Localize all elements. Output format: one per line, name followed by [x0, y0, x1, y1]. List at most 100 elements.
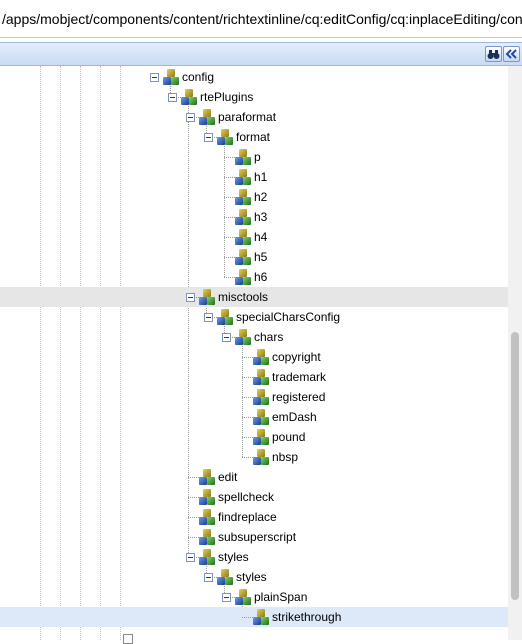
tree-node[interactable]: findreplace — [0, 507, 508, 527]
tree-toolbar — [0, 42, 522, 66]
tree-node[interactable]: styles — [0, 547, 508, 567]
node-icon — [199, 469, 215, 485]
tree-node[interactable]: pound — [0, 427, 508, 447]
collapse-toggle-icon[interactable] — [186, 113, 195, 122]
node-icon — [181, 89, 197, 105]
tree-connector — [242, 617, 253, 618]
indent-guide — [120, 66, 121, 640]
collapse-toggle-icon[interactable] — [204, 133, 213, 142]
node-icon — [253, 449, 269, 465]
tree-node[interactable]: rtePlugins — [0, 87, 508, 107]
tree-connector — [224, 217, 235, 218]
tree-node[interactable]: h5 — [0, 247, 508, 267]
scrollbar-thumb[interactable] — [511, 332, 519, 600]
tree-node[interactable]: p — [0, 147, 508, 167]
node-icon — [217, 569, 233, 585]
tree-node[interactable]: nbsp — [0, 447, 508, 467]
tree-node[interactable]: config — [0, 67, 508, 87]
node-icon — [253, 429, 269, 445]
tree-node[interactable]: h2 — [0, 187, 508, 207]
tree-connector — [188, 537, 199, 538]
tree-node[interactable]: misctools — [0, 287, 508, 307]
tree-node-label: strikethrough — [272, 610, 342, 624]
tree-connector — [224, 584, 225, 597]
tree-node[interactable]: chars — [0, 327, 508, 347]
collapse-toggle-icon[interactable] — [186, 553, 195, 562]
node-icon — [253, 409, 269, 425]
tree-node-label: h6 — [254, 270, 268, 284]
tree-node[interactable]: format — [0, 127, 508, 147]
tree-node-label: edit — [218, 470, 238, 484]
tree-scrollbar[interactable] — [508, 66, 522, 640]
node-icon — [199, 489, 215, 505]
tree-node[interactable]: h6 — [0, 267, 508, 287]
tree-node[interactable]: spellcheck — [0, 487, 508, 507]
node-icon — [253, 609, 269, 625]
tree-node[interactable]: h3 — [0, 207, 508, 227]
find-button[interactable] — [485, 46, 502, 62]
tree-connector — [242, 377, 253, 378]
tree-connector — [242, 344, 243, 457]
tree-connector — [188, 104, 189, 557]
tree-node-label: findreplace — [218, 510, 277, 524]
tree-connector — [224, 144, 225, 277]
tree-node-label: h4 — [254, 230, 268, 244]
double-chevron-left-icon — [505, 49, 517, 59]
node-icon — [253, 389, 269, 405]
tree-node[interactable]: trademark — [0, 367, 508, 387]
collapse-toggle-icon[interactable] — [150, 73, 159, 82]
tree-node-label: styles — [236, 570, 267, 584]
tree-node-label: plainSpan — [254, 590, 308, 604]
tree-connector — [188, 497, 199, 498]
tree-node-label: subsuperscript — [218, 530, 297, 544]
tree-node[interactable]: specialCharsConfig — [0, 307, 508, 327]
tree-node-label: chars — [254, 330, 284, 344]
tree-node-label: format — [236, 130, 271, 144]
tree-node[interactable]: paraformat — [0, 107, 508, 127]
tree-node[interactable]: h4 — [0, 227, 508, 247]
tree-connector — [224, 197, 235, 198]
tree-connector — [170, 84, 171, 97]
tree-node[interactable]: plainSpan — [0, 587, 508, 607]
tree-connector — [224, 237, 235, 238]
tree-node[interactable]: edit — [0, 467, 508, 487]
tree-node-label: h5 — [254, 250, 268, 264]
indent-guide — [40, 66, 41, 640]
tree-node-label: registered — [272, 390, 326, 404]
node-icon — [199, 289, 215, 305]
tree-node[interactable]: strikethrough — [0, 607, 508, 627]
tree-node[interactable]: registered — [0, 387, 508, 407]
tree-node-label: rtePlugins — [200, 90, 254, 104]
tree-node[interactable]: h1 — [0, 167, 508, 187]
node-icon — [163, 69, 179, 85]
collapse-toggle-icon[interactable] — [168, 93, 177, 102]
tree-node[interactable]: copyright — [0, 347, 508, 367]
tree-connector — [224, 257, 235, 258]
tree-node-label: config — [182, 70, 215, 84]
tree-node-label: p — [254, 150, 261, 164]
tree-connector — [224, 157, 235, 158]
indent-guide — [80, 66, 81, 640]
tree-node-label: copyright — [272, 350, 321, 364]
binoculars-icon — [487, 50, 500, 59]
tree-connector — [206, 304, 207, 317]
tree-connector — [188, 477, 199, 478]
tree-node[interactable]: styles — [0, 567, 508, 587]
page-icon — [123, 634, 133, 644]
collapse-toggle-icon[interactable] — [222, 593, 231, 602]
tree-connector — [242, 397, 253, 398]
node-path: /apps/mobject/components/content/richtex… — [2, 11, 522, 27]
collapse-panel-button[interactable] — [503, 46, 520, 62]
tree-node[interactable]: emDash — [0, 407, 508, 427]
node-icon — [199, 529, 215, 545]
tree-node[interactable]: subsuperscript — [0, 527, 508, 547]
collapse-toggle-icon[interactable] — [204, 313, 213, 322]
collapse-toggle-icon[interactable] — [222, 333, 231, 342]
node-icon — [199, 109, 215, 125]
tree-connector — [206, 124, 207, 137]
node-icon — [217, 129, 233, 145]
tree-node-label: spellcheck — [218, 490, 275, 504]
collapse-toggle-icon[interactable] — [186, 293, 195, 302]
node-icon — [235, 249, 251, 265]
collapse-toggle-icon[interactable] — [204, 573, 213, 582]
